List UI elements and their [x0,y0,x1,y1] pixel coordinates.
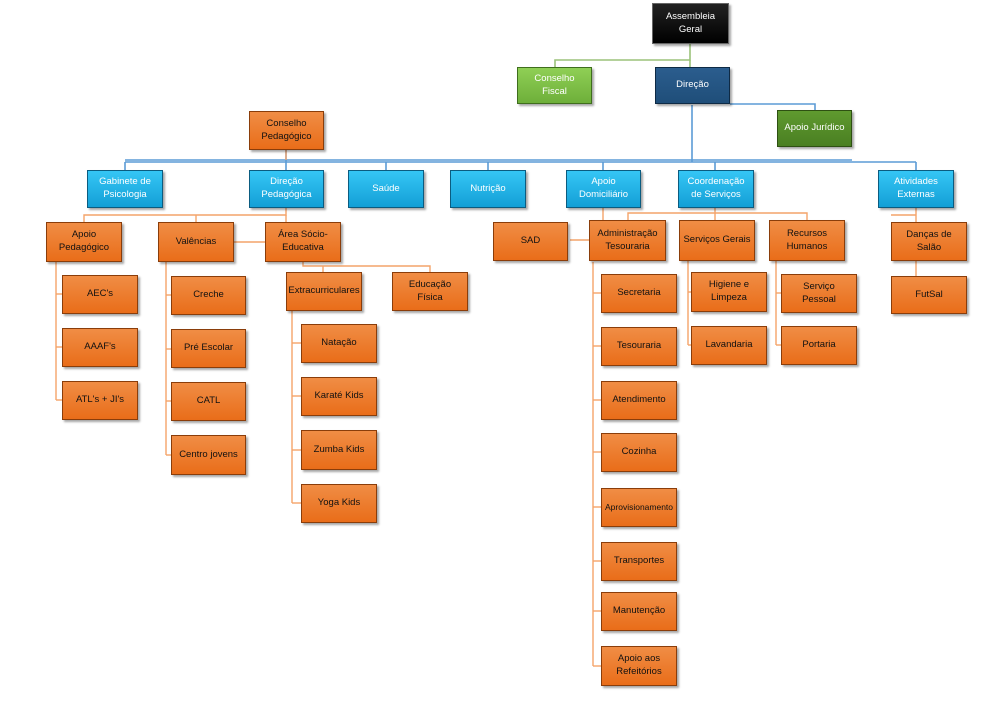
node-label: CATL [196,395,221,407]
node-label: Extracurriculares [288,285,360,297]
node-cozinha[interactable]: Cozinha [601,433,677,472]
node-label: Transportes [613,555,665,567]
node-label: Pré Escolar [183,342,234,354]
node-label: Nutrição [470,182,506,194]
top-level-connectors [554,44,691,68]
node-label: Atendimento [612,394,666,406]
node-label: Recursos Humanos [786,227,828,252]
node-servicos-gerais[interactable]: Serviços Gerais [679,220,755,261]
node-saude[interactable]: Saúde [348,170,424,208]
node-administracao-tesouraria[interactable]: Administração Tesouraria [589,220,666,261]
node-label: Atividades Externas [894,176,938,200]
node-educacao-fisica[interactable]: Educação Física [392,272,468,311]
node-label: Cozinha [621,446,657,458]
node-label: Apoio Pedagógico [58,229,110,253]
node-natacao[interactable]: Natação [301,324,377,363]
node-recursos-humanos[interactable]: Recursos Humanos [769,220,845,261]
node-label: Serviços Gerais [683,234,751,246]
node-label: SAD [520,235,541,247]
node-label: Lavandaria [705,339,753,351]
node-label: Assembleia Geral [665,10,716,35]
node-label: Yoga Kids [317,497,361,509]
node-aprovisionamento[interactable]: Aprovisionamento [601,488,677,527]
node-label: Educação Física [408,278,452,303]
node-coordenacao-servicos[interactable]: Coordenação de Serviços [678,170,754,208]
node-label: Zumba Kids [313,443,365,455]
node-secretaria[interactable]: Secretaria [601,274,677,313]
node-atls-jis[interactable]: ATL's + JI's [62,381,138,420]
node-aecs[interactable]: AEC's [62,275,138,314]
node-karate-kids[interactable]: Karaté Kids [301,377,377,416]
node-nutricao[interactable]: Nutrição [450,170,526,208]
node-label: Karaté Kids [314,390,364,402]
node-area-socio-educativa[interactable]: Área Sócio-Educativa [265,222,341,262]
node-label: Apoio Domiciliário [578,176,629,200]
node-transportes[interactable]: Transportes [601,542,677,581]
node-atividades-externas[interactable]: Atividades Externas [878,170,954,208]
node-label: ATL's + JI's [75,394,125,406]
node-label: Apoio Jurídico [784,122,845,134]
node-catl[interactable]: CATL [171,382,246,421]
node-label: Conselho Pedagógico [261,117,312,142]
node-label: Área Sócio-Educativa [278,229,328,253]
node-conselho-pedagogico[interactable]: Conselho Pedagógico [249,111,324,150]
node-label: AEC's [86,288,114,300]
node-aaafs[interactable]: AAAF's [62,328,138,367]
node-futsal[interactable]: FutSal [891,276,967,314]
node-label: Portaria [802,339,836,351]
node-label: Creche [193,289,224,301]
node-label: Valências [175,235,217,247]
node-portaria[interactable]: Portaria [781,326,857,365]
node-label: Tesouraria [616,340,662,352]
node-lavandaria[interactable]: Lavandaria [691,326,767,365]
node-assembleia-geral[interactable]: Assembleia Geral [652,3,729,44]
node-dancas-salao[interactable]: Danças de Salão [891,222,967,261]
node-label: Direção [676,79,709,91]
node-servico-pessoal[interactable]: Serviço Pessoal [781,274,857,313]
node-manutencao[interactable]: Manutenção [601,592,677,631]
node-label: Secretaria [617,287,661,299]
node-label: Administração Tesouraria [597,227,658,252]
node-valencias[interactable]: Valências [158,222,234,262]
node-apoio-refeitorios[interactable]: Apoio aos Refeitórios [601,646,677,686]
node-sad[interactable]: SAD [493,222,568,261]
node-gabinete-psicologia[interactable]: Gabinete de Psicologia [87,170,163,208]
node-label: Gabinete de Psicologia [99,176,151,200]
node-label: Apoio aos Refeitórios [616,653,662,677]
node-label: Direção Pedagógica [261,176,312,200]
node-extracurriculares[interactable]: Extracurriculares [286,272,362,311]
node-zumba-kids[interactable]: Zumba Kids [301,430,377,470]
node-direcao-pedagogica[interactable]: Direção Pedagógica [249,170,324,208]
node-label: Centro jovens [179,448,238,460]
node-label: AAAF's [84,341,116,353]
node-creche[interactable]: Creche [171,276,246,315]
node-tesouraria[interactable]: Tesouraria [601,327,677,366]
node-label: Manutenção [612,605,666,617]
node-higiene-limpeza[interactable]: Higiene e Limpeza [691,272,767,312]
node-label: Conselho Fiscal [534,72,575,97]
node-pre-escolar[interactable]: Pré Escolar [171,329,246,368]
node-label: FutSal [915,288,943,300]
node-yoga-kids[interactable]: Yoga Kids [301,484,377,523]
node-direcao[interactable]: Direção [655,67,730,104]
node-label: Higiene e Limpeza [708,279,750,303]
node-label: Aprovisionamento [604,501,674,512]
node-conselho-fiscal[interactable]: Conselho Fiscal [517,67,592,104]
node-label: Saúde [372,182,400,194]
node-apoio-domiciliario[interactable]: Apoio Domiciliário [566,170,641,208]
node-atendimento[interactable]: Atendimento [601,381,677,420]
node-label: Natação [321,337,357,349]
node-centro-jovens[interactable]: Centro jovens [171,435,246,475]
node-apoio-juridico[interactable]: Apoio Jurídico [777,110,852,147]
node-label: Coordenação de Serviços [687,176,745,200]
node-apoio-pedagogico[interactable]: Apoio Pedagógico [46,222,122,262]
node-label: Danças de Salão [906,228,952,253]
node-label: Serviço Pessoal [802,280,836,305]
